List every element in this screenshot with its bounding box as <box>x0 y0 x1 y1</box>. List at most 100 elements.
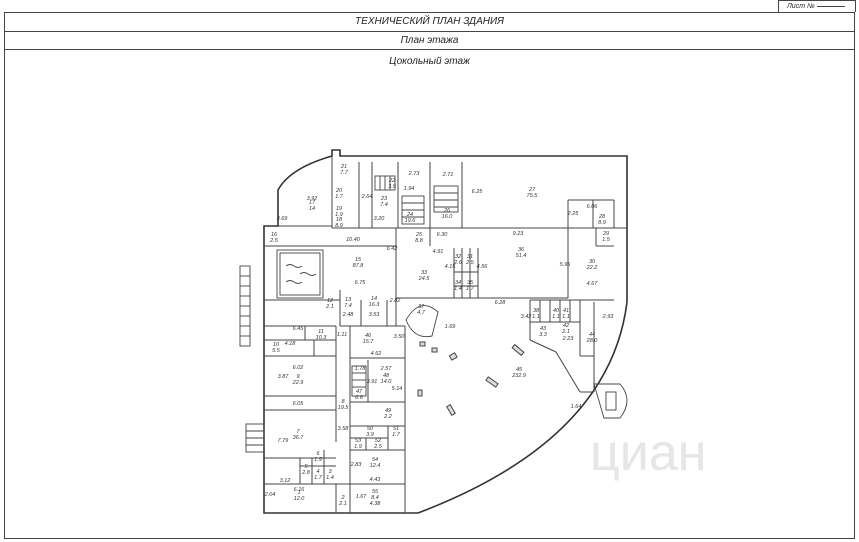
svg-text:5.5: 5.5 <box>272 348 281 354</box>
dimension-label: 3.20 <box>374 216 386 222</box>
dimension-label: 6.75 <box>355 280 367 286</box>
svg-text:46: 46 <box>365 333 372 339</box>
svg-text:37: 37 <box>418 304 425 310</box>
svg-text:28.0: 28.0 <box>586 338 599 344</box>
dimension-label: 2.71 <box>442 172 454 178</box>
svg-text:2.1: 2.1 <box>325 304 334 310</box>
svg-text:2.1: 2.1 <box>561 329 570 335</box>
svg-text:1.1: 1.1 <box>552 314 560 320</box>
svg-text:24.5: 24.5 <box>418 276 431 282</box>
dimension-label: 2.83 <box>350 462 363 468</box>
svg-text:3.9: 3.9 <box>366 432 374 438</box>
svg-text:30: 30 <box>589 259 596 265</box>
drawing-title: ТЕХНИЧЕСКИЙ ПЛАН ЗДАНИЯ <box>4 12 855 32</box>
svg-text:15.7: 15.7 <box>363 339 375 345</box>
room-label: 137.4 <box>344 297 352 309</box>
svg-text:38: 38 <box>533 308 540 314</box>
room-label: 122.1 <box>325 298 334 310</box>
room-label: 522.5 <box>373 438 383 450</box>
dimension-label: 4.56 <box>477 264 489 270</box>
sheet-number-line <box>816 5 845 7</box>
svg-text:26: 26 <box>443 208 451 214</box>
room-label: 112.0 <box>294 490 306 502</box>
drawing-subtitle: План этажа <box>4 32 855 50</box>
svg-text:7.4: 7.4 <box>344 303 352 309</box>
dimension-label: 1.64 <box>571 404 582 410</box>
dimension-label: 6.45 <box>293 326 305 332</box>
dimension-label: 3.12 <box>280 478 291 484</box>
dimension-label: 4.18 <box>285 341 297 347</box>
svg-text:50: 50 <box>367 426 374 432</box>
room-label: 736.7 <box>293 429 305 441</box>
dimension-label: 5.14 <box>392 386 403 392</box>
svg-text:45: 45 <box>516 367 523 373</box>
svg-text:1.1: 1.1 <box>562 314 570 320</box>
svg-text:33: 33 <box>421 270 428 276</box>
svg-text:4.7: 4.7 <box>417 310 426 316</box>
room-label: 433.3 <box>539 326 548 338</box>
svg-text:23: 23 <box>380 196 388 202</box>
svg-text:1.4: 1.4 <box>454 286 462 292</box>
svg-text:19.5: 19.5 <box>338 405 350 411</box>
svg-text:1.5: 1.5 <box>602 237 611 243</box>
svg-text:22: 22 <box>388 178 395 184</box>
dimension-label: 4.38 <box>370 501 382 507</box>
dimension-label: 3.53 <box>369 312 381 318</box>
svg-text:12.0: 12.0 <box>294 496 306 502</box>
svg-text:87.8: 87.8 <box>353 263 365 269</box>
svg-text:18: 18 <box>336 217 343 223</box>
dimension-label: 6.30 <box>437 232 449 238</box>
svg-text:2.5: 2.5 <box>269 238 279 244</box>
svg-text:3.9: 3.9 <box>388 184 396 190</box>
svg-text:49: 49 <box>385 408 391 414</box>
svg-text:16: 16 <box>271 232 278 238</box>
dimension-label: 4.62 <box>371 351 382 357</box>
svg-text:1.7: 1.7 <box>466 286 475 292</box>
svg-text:51: 51 <box>393 426 399 432</box>
dimension-label: 3.42 <box>521 314 532 320</box>
room-label: 41.7 <box>314 469 323 481</box>
svg-text:10.3: 10.3 <box>316 335 328 341</box>
svg-text:1.9: 1.9 <box>335 212 343 218</box>
svg-text:10: 10 <box>273 342 280 348</box>
svg-text:14.0: 14.0 <box>381 379 393 385</box>
room-label: 217.7 <box>340 164 349 176</box>
svg-text:27: 27 <box>528 187 536 193</box>
svg-text:19.6: 19.6 <box>405 218 417 224</box>
svg-text:11: 11 <box>318 329 324 335</box>
svg-text:24: 24 <box>406 212 413 218</box>
dimension-label: 1.94 <box>404 186 415 192</box>
room-label: 422.1 <box>561 323 570 335</box>
svg-text:52: 52 <box>375 438 381 444</box>
pool <box>276 249 324 299</box>
svg-text:8.4: 8.4 <box>371 495 379 501</box>
dimension-label: 6.16 <box>294 487 306 493</box>
sheet-number-box: Лист № <box>778 0 856 12</box>
svg-text:53: 53 <box>355 438 362 444</box>
room-label: 558.4 <box>371 489 379 501</box>
room-label: 31.4 <box>326 469 334 481</box>
sheet-number-label: Лист № <box>787 3 815 10</box>
svg-text:2.2: 2.2 <box>383 414 392 420</box>
dimension-label: 2.04 <box>264 492 276 498</box>
svg-text:1: 1 <box>297 490 300 496</box>
svg-text:17: 17 <box>309 200 316 206</box>
dimension-label: 6.06 <box>587 204 599 210</box>
room-label: 531.9 <box>354 438 362 450</box>
svg-text:25: 25 <box>415 232 423 238</box>
room-label: 503.9 <box>366 426 374 438</box>
dimension-label: 5.95 <box>560 262 572 268</box>
dimension-label: 4.15 <box>445 264 457 270</box>
svg-text:44: 44 <box>589 332 595 338</box>
exterior-walls <box>263 149 628 514</box>
svg-text:2.8: 2.8 <box>301 470 311 476</box>
room-label: 922.9 <box>292 374 304 386</box>
svg-text:2: 2 <box>340 495 344 501</box>
